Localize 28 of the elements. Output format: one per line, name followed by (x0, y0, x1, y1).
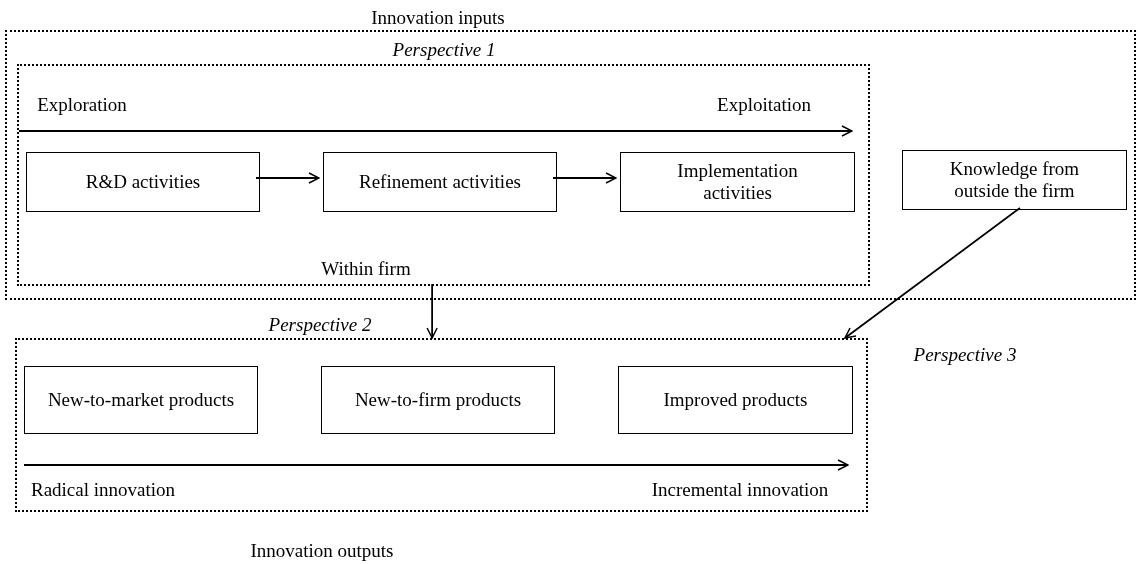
process-box (618, 366, 853, 434)
group-title: Innovation inputs (371, 7, 505, 29)
box-text: Refinement activities (359, 171, 521, 193)
group-title: Perspective 1 (392, 39, 496, 61)
edge-label: Perspective 3 (913, 344, 1017, 366)
box-text: R&D activities (85, 171, 201, 193)
group-title: Innovation outputs (250, 540, 394, 562)
arrow (426, 283, 438, 339)
process-box (323, 152, 557, 212)
process-box (321, 366, 555, 434)
arrow (844, 207, 1021, 339)
axis-label: Exploitation (717, 94, 811, 116)
process-box (26, 152, 260, 212)
box-text: New-to-market products (47, 389, 235, 411)
axis-label: Exploration (37, 94, 127, 116)
process-box (620, 152, 855, 212)
axis-label: Incremental innovation (651, 479, 829, 501)
box-text: Improved products (663, 389, 808, 411)
box-text: New-to-firm products (354, 389, 522, 411)
arrow (255, 172, 320, 184)
process-box (902, 150, 1127, 210)
edge-label: Perspective 2 (268, 314, 372, 336)
arrow (552, 172, 617, 184)
box-text: Knowledge from outside the firm (948, 158, 1081, 202)
group-note: Within firm (321, 258, 411, 280)
process-box (24, 366, 258, 434)
box-text: Implementation activities (676, 160, 799, 204)
axis-label: Radical innovation (30, 479, 176, 501)
